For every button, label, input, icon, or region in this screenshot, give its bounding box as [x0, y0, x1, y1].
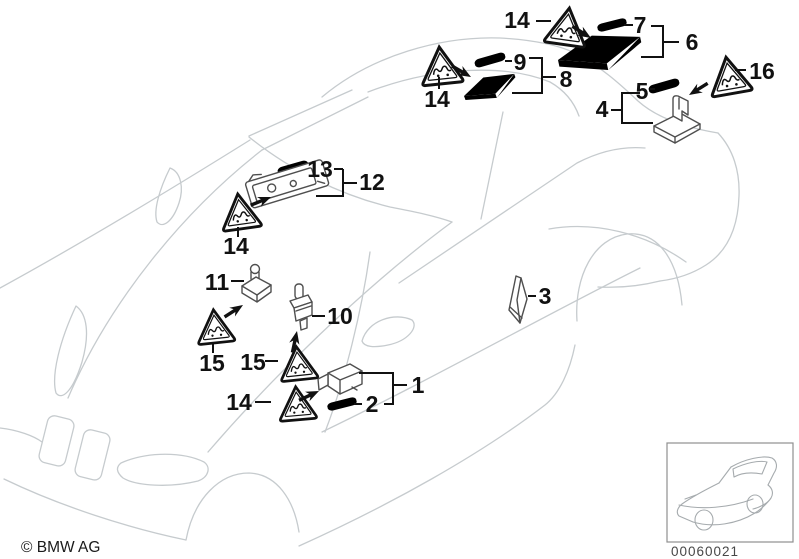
car-beltline	[398, 146, 646, 284]
callout-6: 6	[686, 29, 699, 55]
part-5-bulb	[647, 77, 681, 95]
part-8-interior-lamp	[460, 67, 520, 109]
part-10-switch	[289, 283, 313, 331]
part-9-bulb	[473, 51, 507, 69]
callout-4: 4	[596, 96, 609, 122]
part-1-interior-lamp	[317, 363, 363, 395]
part-11-switch	[241, 263, 272, 303]
car-outline	[0, 37, 740, 547]
warning-triangle-icon	[542, 3, 591, 49]
callout-15-left: 15	[199, 350, 225, 376]
part-7-bulb	[596, 17, 628, 33]
callout-16: 16	[749, 58, 775, 84]
warning-triangle-icon	[704, 52, 754, 99]
warning-triangle-icon	[417, 43, 465, 88]
callout-14-front: 14	[223, 233, 249, 259]
inset-border	[666, 442, 794, 543]
callout-15-right: 15	[240, 349, 266, 375]
callout-14-roof-mid: 14	[424, 86, 450, 112]
callout-14-roof-rear: 14	[504, 7, 530, 33]
car-headlight	[116, 453, 209, 486]
car-kidney-grille	[38, 415, 75, 467]
part-12-front-interior-lamp	[244, 159, 330, 209]
diagram-number: 00060021	[671, 544, 739, 559]
car-door-mirror	[361, 316, 415, 348]
callout-2: 2	[366, 391, 379, 417]
car-a-pillar	[248, 89, 353, 137]
car-rear-wheel-arch	[576, 233, 683, 322]
car-front-wheel-arch	[185, 472, 300, 541]
leader-lines	[212, 20, 746, 405]
car-thumbnail	[676, 456, 777, 531]
part-4-license-plate-lamp	[653, 95, 701, 144]
pointer-arrow-icon	[686, 78, 711, 100]
callout-1: 1	[412, 372, 425, 398]
car-kidney-grille	[74, 429, 111, 481]
pointer-arrow-icon	[221, 300, 246, 322]
callout-3: 3	[539, 283, 552, 309]
copyright-notice: © BMW AG	[21, 539, 100, 556]
callout-10: 10	[327, 303, 353, 329]
callout-11: 11	[205, 269, 230, 295]
inset-panel: 00060021	[666, 442, 794, 559]
car-roofline	[321, 37, 576, 98]
callout-7: 7	[634, 12, 647, 38]
warning-triangle-icon	[277, 343, 320, 383]
callout-8: 8	[560, 66, 573, 92]
callout-12: 12	[359, 169, 385, 195]
callout-5: 5	[636, 78, 649, 104]
callout-14-footwell: 14	[226, 389, 252, 415]
callout-13: 13	[307, 156, 333, 182]
part-3-trim-wedge	[508, 275, 528, 324]
callout-9: 9	[514, 49, 527, 75]
warning-triangle-icon	[276, 383, 318, 423]
part-2-bulb	[326, 396, 358, 412]
